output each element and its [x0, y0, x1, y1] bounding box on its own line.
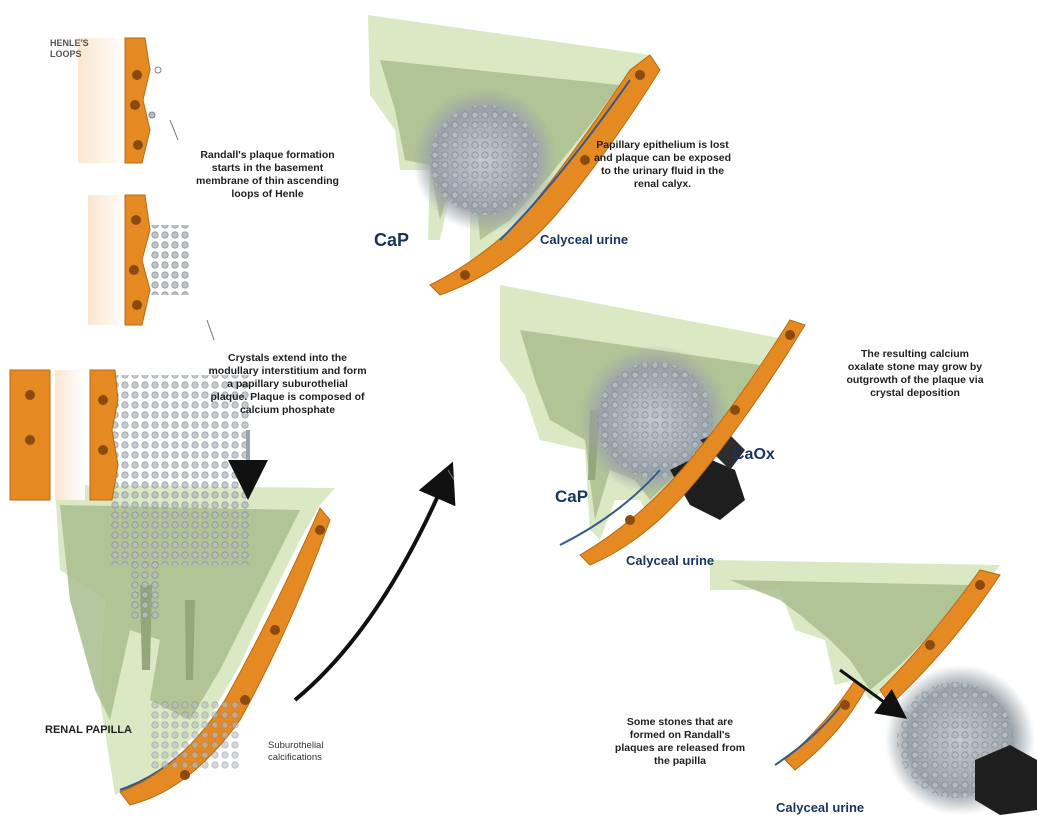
henle-loop-2: [88, 195, 190, 325]
stone-grow-caption: The resulting calcium oxalate stone may …: [820, 348, 1010, 400]
calyceal-urine-label-mid: Calyceal urine: [626, 553, 714, 568]
cap-label-top: CaP: [374, 230, 409, 251]
papilla-bottom: [710, 560, 1037, 815]
leader-line-1: [170, 120, 178, 140]
henle-loop-3: [10, 370, 118, 500]
henle-loops-label: HENLE'S LOOPS: [50, 38, 89, 60]
papilla-middle: [500, 285, 805, 565]
calyceal-urine-label-bottom: Calyceal urine: [776, 800, 864, 815]
randall-formation-caption: Randall's plaque formation starts in the…: [165, 149, 370, 201]
leader-line-2: [207, 320, 214, 340]
renal-papilla-label: RENAL PAPILLA: [45, 724, 132, 737]
cap-label-mid: CaP: [555, 487, 588, 507]
caox-label: CaOx: [733, 446, 775, 464]
henle-loop-1: [78, 38, 161, 163]
calyceal-urine-label-top: Calyceal urine: [540, 232, 628, 247]
epithelium-lost-caption: Papillary epithelium is lost and plaque …: [580, 139, 745, 191]
stones-released-caption: Some stones that are formed on Randall's…: [590, 716, 770, 768]
suburothelial-label: Suburothelial calcifications: [268, 740, 323, 764]
leader-line-3: [448, 470, 454, 480]
crystals-extend-caption: Crystals extend into the modullary inter…: [175, 352, 400, 417]
